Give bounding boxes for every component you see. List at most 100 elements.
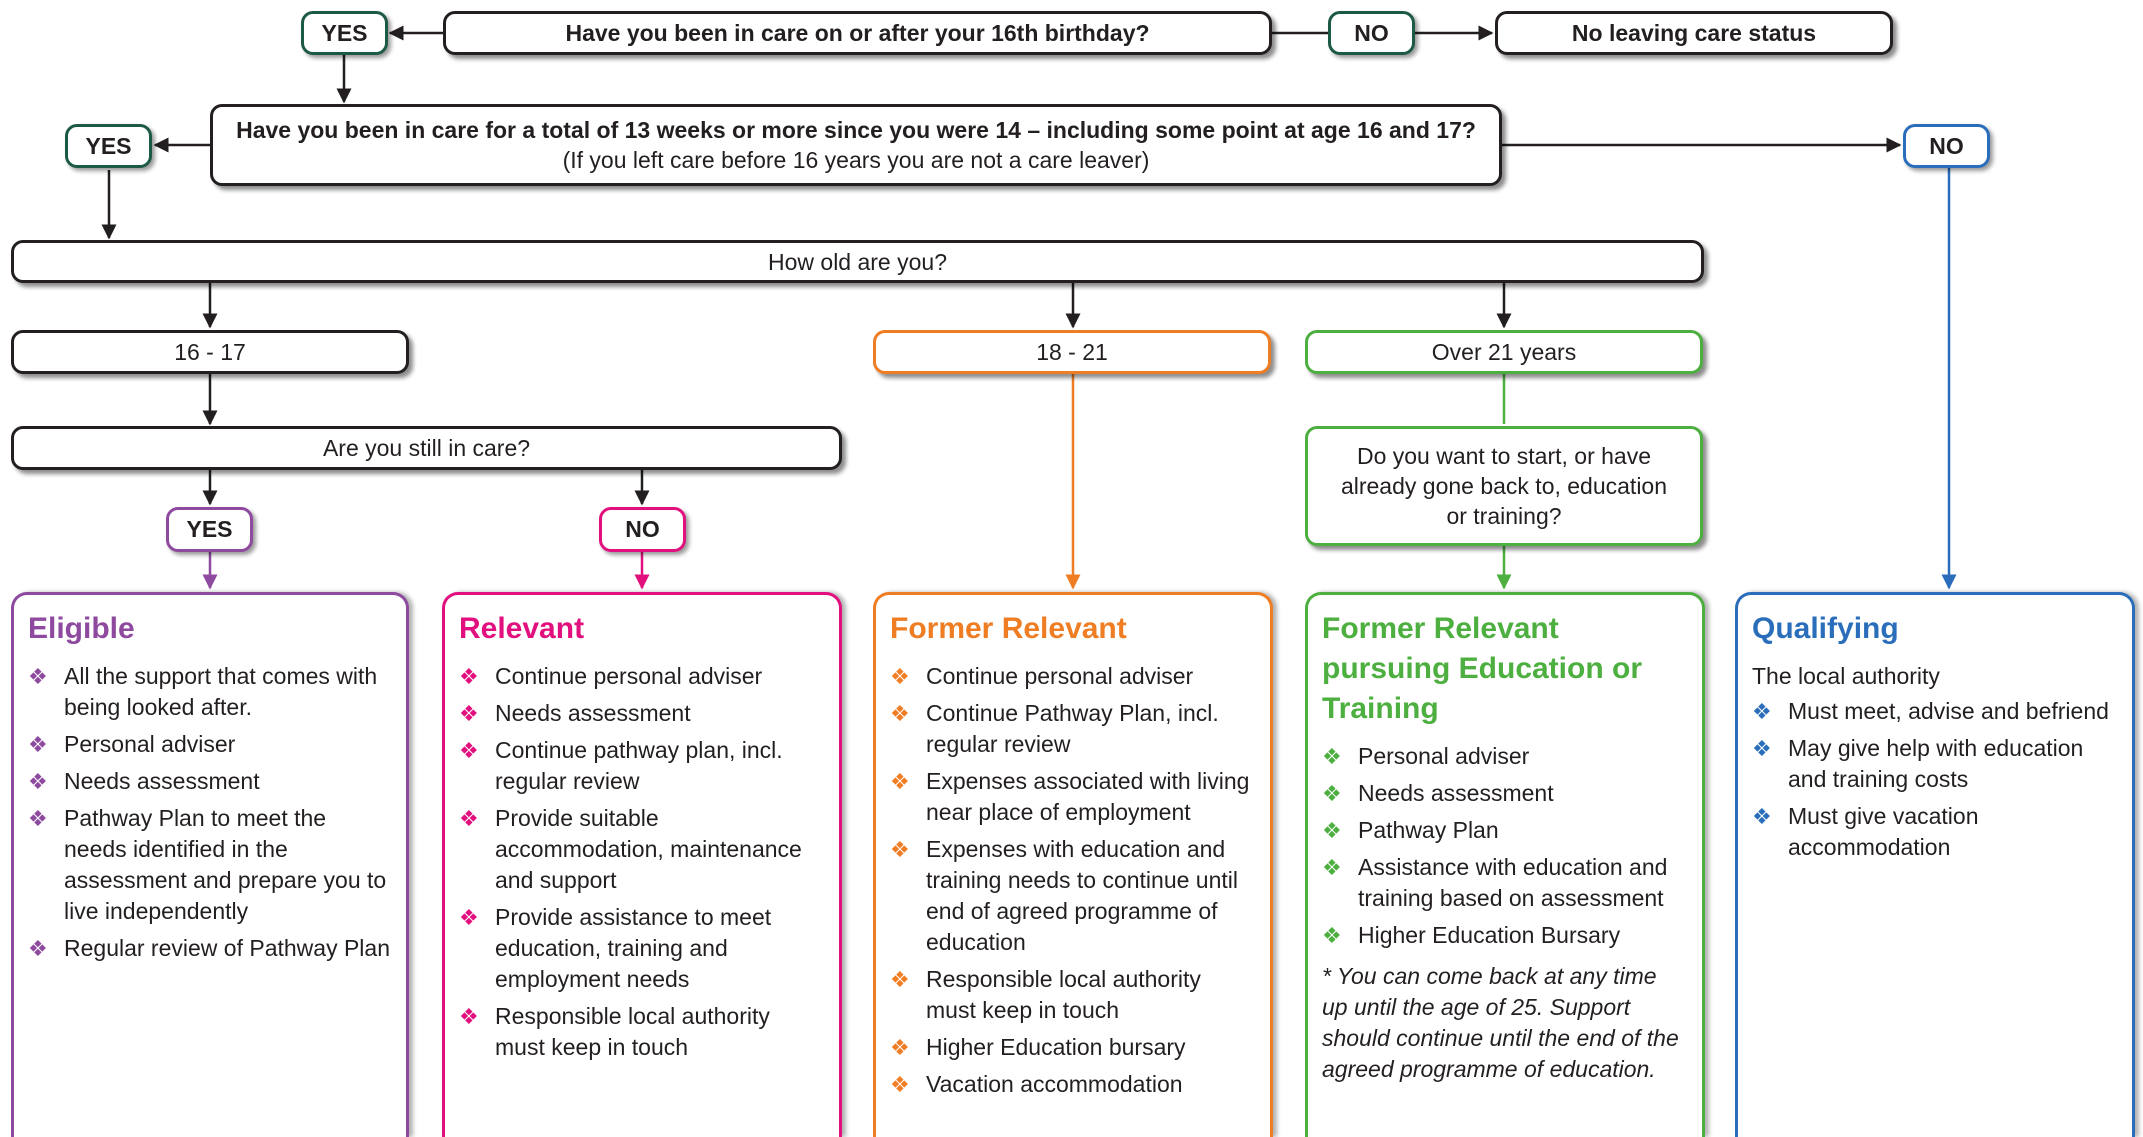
diamond-cluster-icon: ❖ bbox=[1752, 736, 1772, 761]
list-item: ❖ May give help with education and traini… bbox=[1752, 733, 2116, 795]
age-over-21-text: Over 21 years bbox=[1431, 339, 1577, 365]
age-16-17-box: 16 - 17 bbox=[11, 330, 409, 374]
q1-question-box: Have you been in care on or after your 1… bbox=[443, 11, 1272, 55]
former-relevant-education-title: Former Relevant pursuing Education or Tr… bbox=[1322, 612, 1642, 725]
diamond-cluster-icon: ❖ bbox=[1322, 744, 1342, 769]
former-relevant-education-list: ❖ Personal adviser ❖ Needs assessment ❖ Pathw… bbox=[1322, 741, 1686, 951]
list-item: ❖Continue personal adviser bbox=[459, 661, 823, 692]
q1-no-pill: NO bbox=[1328, 11, 1415, 55]
list-item: ❖ Pathway Plan bbox=[1322, 815, 1686, 846]
list-item-text: Needs assessment bbox=[64, 768, 260, 794]
qualifying-title: Qualifying bbox=[1752, 612, 1899, 645]
former-relevant-education-note: * You can come back at any time up until… bbox=[1322, 963, 1679, 1082]
q4-no-pill: NO bbox=[599, 507, 686, 552]
diamond-cluster-icon: ❖ bbox=[890, 664, 910, 689]
age-18-21-box: 18 - 21 bbox=[873, 330, 1271, 374]
list-item-text: Assistance with education and training b… bbox=[1358, 854, 1668, 911]
list-item: ❖ Must give vacation accommodation bbox=[1752, 801, 2116, 863]
diamond-cluster-icon: ❖ bbox=[459, 701, 479, 726]
qualifying-lead: The local authority bbox=[1752, 663, 1940, 689]
diamond-cluster-icon: ❖ bbox=[890, 837, 910, 862]
diamond-cluster-icon: ❖ bbox=[890, 1072, 910, 1097]
diamond-cluster-icon: ❖ bbox=[459, 664, 479, 689]
list-item-text: Continue Pathway Plan, incl. regular rev… bbox=[926, 700, 1219, 757]
q2-question-box: Have you been in care for a total of 13 … bbox=[210, 104, 1502, 186]
list-item-text: Needs assessment bbox=[1358, 780, 1554, 806]
list-item: ❖Vacation accommodation bbox=[890, 1069, 1254, 1100]
q1-question-text: Have you been in care on or after your 1… bbox=[565, 20, 1150, 46]
list-item: ❖ Pathway Plan to meet the needs identifi… bbox=[28, 803, 390, 927]
age-16-17-text: 16 - 17 bbox=[174, 339, 246, 365]
list-item-text: All the support that comes with being lo… bbox=[64, 663, 378, 720]
q4-yes-pill: YES bbox=[166, 507, 253, 552]
list-item-text: Pathway Plan to meet the needs identifie… bbox=[64, 805, 387, 924]
q2-question-subtext: (If you left care before 16 years you ar… bbox=[562, 147, 1150, 173]
list-item: ❖Continue personal adviser bbox=[890, 661, 1254, 692]
list-item-text: May give help with education and trainin… bbox=[1788, 735, 2084, 792]
diamond-cluster-icon: ❖ bbox=[28, 769, 48, 794]
no-leaving-care-text: No leaving care status bbox=[1571, 20, 1817, 46]
eligible-list: ❖ All the support that comes with being l… bbox=[28, 661, 390, 964]
diamond-cluster-icon: ❖ bbox=[1322, 818, 1342, 843]
list-item-text: Responsible local authority must keep in… bbox=[495, 1003, 770, 1060]
list-item-text: Higher Education bursary bbox=[926, 1034, 1186, 1060]
list-item-text: Provide suitable accommodation, maintena… bbox=[495, 805, 802, 893]
list-item: ❖Provide assistance to meet education, t… bbox=[459, 902, 823, 995]
former-relevant-education-panel: Former Relevant pursuing Education or Tr… bbox=[1305, 592, 1705, 1137]
q2-yes-pill: YES bbox=[65, 124, 152, 168]
former-relevant-title: Former Relevant bbox=[890, 612, 1127, 645]
eligible-title: Eligible bbox=[28, 612, 135, 645]
education-question-box: Do you want to start, or have already go… bbox=[1305, 426, 1703, 546]
qualifying-panel: Qualifying The local authority ❖Must mee… bbox=[1735, 592, 2135, 1137]
diamond-cluster-icon: ❖ bbox=[459, 905, 479, 930]
q2-yes-label: YES bbox=[85, 132, 132, 159]
eligible-panel: Eligible ❖ All the support that comes wit… bbox=[11, 592, 409, 1137]
list-item-text: Must give vacation accommodation bbox=[1788, 803, 1979, 860]
diamond-cluster-icon: ❖ bbox=[1752, 699, 1772, 724]
q2-question-text: Have you been in care for a total of 13 … bbox=[236, 117, 1476, 143]
list-item-text: Personal adviser bbox=[1358, 743, 1530, 769]
qualifying-list: ❖Must meet, advise and befriend❖May give… bbox=[1752, 696, 2116, 863]
diamond-cluster-icon: ❖ bbox=[890, 967, 910, 992]
list-item: ❖Regular review of Pathway Plan bbox=[28, 933, 390, 964]
age-question-text: How old are you? bbox=[768, 248, 947, 275]
relevant-title: Relevant bbox=[459, 612, 585, 645]
list-item: ❖ Expenses with education and training ne… bbox=[890, 834, 1254, 958]
no-leaving-care-box: No leaving care status bbox=[1495, 11, 1893, 55]
list-item: ❖ Needs assessment bbox=[1322, 778, 1686, 809]
list-item-text: Higher Education Bursary bbox=[1358, 922, 1621, 948]
still-in-care-text: Are you still in care? bbox=[322, 435, 531, 461]
list-item: ❖Responsible local authority must keep i… bbox=[890, 964, 1254, 1026]
list-item-text: Pathway Plan bbox=[1358, 817, 1499, 843]
list-item-text: Expenses associated with living near pla… bbox=[926, 768, 1250, 825]
list-item: ❖All the support that comes with being l… bbox=[28, 661, 390, 723]
list-item: ❖Must meet, advise and befriend bbox=[1752, 696, 2116, 727]
list-item-text: Needs assessment bbox=[495, 700, 691, 726]
diamond-cluster-icon: ❖ bbox=[28, 732, 48, 757]
list-item: ❖Expenses associated with living near pl… bbox=[890, 766, 1254, 828]
diamond-cluster-icon: ❖ bbox=[459, 1004, 479, 1029]
q4-yes-label: YES bbox=[186, 516, 233, 542]
diamond-cluster-icon: ❖ bbox=[1752, 804, 1772, 829]
still-in-care-box: Are you still in care? bbox=[11, 426, 842, 470]
diamond-cluster-icon: ❖ bbox=[28, 806, 48, 831]
diamond-cluster-icon: ❖ bbox=[459, 738, 479, 763]
list-item: ❖ Continue pathway plan, incl. regular re… bbox=[459, 735, 823, 797]
q2-no-pill: NO bbox=[1903, 124, 1990, 168]
list-item-text: Regular review of Pathway Plan bbox=[64, 935, 390, 961]
q2-no-label: NO bbox=[1929, 132, 1964, 159]
age-18-21-text: 18 - 21 bbox=[1036, 339, 1108, 365]
list-item: ❖Personal adviser bbox=[28, 729, 390, 760]
list-item-text: Expenses with education and training nee… bbox=[926, 836, 1238, 955]
list-item: ❖Higher Education bursary bbox=[890, 1032, 1254, 1063]
list-item: ❖ Needs assessment bbox=[28, 766, 390, 797]
q1-yes-label: YES bbox=[321, 19, 368, 46]
education-question-text: Do you want to start, or have already go… bbox=[1340, 443, 1668, 529]
age-question-box: How old are you? bbox=[11, 240, 1704, 283]
list-item-text: Continue pathway plan, incl. regular rev… bbox=[495, 737, 783, 794]
diamond-cluster-icon: ❖ bbox=[1322, 781, 1342, 806]
q1-no-label: NO bbox=[1354, 19, 1389, 46]
list-item: ❖Provide suitable accommodation, mainten… bbox=[459, 803, 823, 896]
former-relevant-panel: Former Relevant ❖Continue personal advis… bbox=[873, 592, 1273, 1137]
